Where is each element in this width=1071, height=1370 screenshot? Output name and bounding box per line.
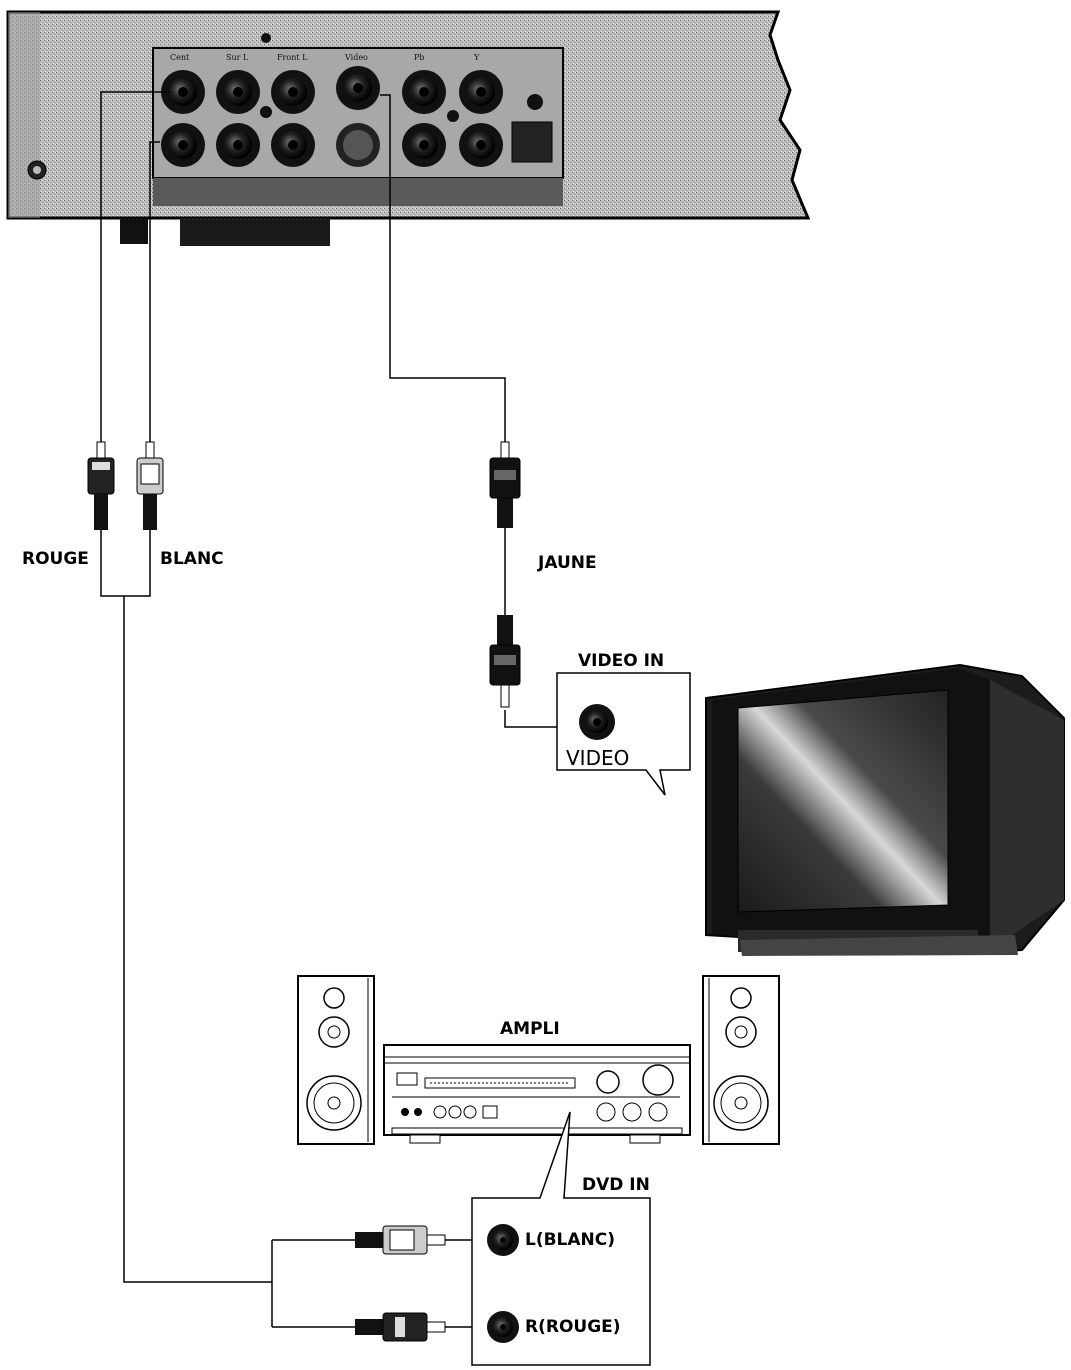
rca-jack[interactable]: [402, 123, 446, 167]
jack-label: Sur L: [226, 53, 249, 62]
rca-jack[interactable]: [459, 123, 503, 167]
video-in-title: VIDEO IN: [578, 651, 664, 671]
dvd-in-right-jack[interactable]: [487, 1311, 519, 1343]
amplifier-icon: [383, 1044, 691, 1144]
optical-out-jack[interactable]: [511, 121, 553, 163]
rca-jack[interactable]: [161, 123, 205, 167]
rca-jack-pb[interactable]: [402, 70, 446, 114]
cable-label-jaune: JAUNE: [537, 553, 597, 573]
s-video-jack[interactable]: [336, 123, 380, 167]
rca-plug-blanc-amp: [355, 1225, 446, 1255]
dvd-in-right-label: R(ROUGE): [525, 1317, 621, 1337]
rca-plug-jaune-top: [489, 441, 521, 528]
dvd-player-rear-panel: Cent Sur L Front L Video Pb Y: [6, 10, 811, 246]
jack-label: Pb: [414, 53, 425, 62]
rca-plug-jaune-bottom: [489, 615, 521, 708]
rca-jack[interactable]: [271, 123, 315, 167]
jack-label: Front L: [277, 53, 308, 62]
rca-jack-y[interactable]: [459, 70, 503, 114]
rca-jack[interactable]: [216, 123, 260, 167]
dvd-in-left-jack[interactable]: [487, 1224, 519, 1256]
jack-label-row: Cent Sur L Front L Video Pb Y: [170, 53, 480, 62]
rca-jack-video[interactable]: [336, 66, 380, 110]
dvd-in-callout: DVD IN L(BLANC) R(ROUGE): [471, 1111, 651, 1366]
jack-label: Y: [473, 53, 480, 62]
video-jack-label: VIDEO: [566, 746, 629, 770]
cable-label-rouge: ROUGE: [22, 549, 89, 569]
cable-label-blanc: BLANC: [160, 549, 224, 569]
rca-jack-cent[interactable]: [161, 70, 205, 114]
speaker-left-icon: [297, 975, 375, 1145]
television-icon: [705, 663, 1065, 956]
dvd-in-left-label: L(BLANC): [525, 1230, 615, 1250]
amplifier-title: AMPLI: [500, 1019, 560, 1039]
rca-plug-rouge-amp: [355, 1312, 446, 1342]
jack-label: Video: [344, 53, 368, 62]
rca-plug-blanc: [136, 441, 164, 530]
tv-video-in-callout: VIDEO IN VIDEO: [556, 651, 691, 796]
dvd-in-title: DVD IN: [582, 1175, 650, 1195]
video-in-jack[interactable]: [579, 704, 615, 740]
rca-jack-front-l[interactable]: [271, 70, 315, 114]
rca-jack-sur-l[interactable]: [216, 70, 260, 114]
speaker-right-icon: [702, 975, 780, 1145]
rca-plug-rouge: [87, 441, 115, 530]
jack-label: Cent: [170, 53, 190, 62]
